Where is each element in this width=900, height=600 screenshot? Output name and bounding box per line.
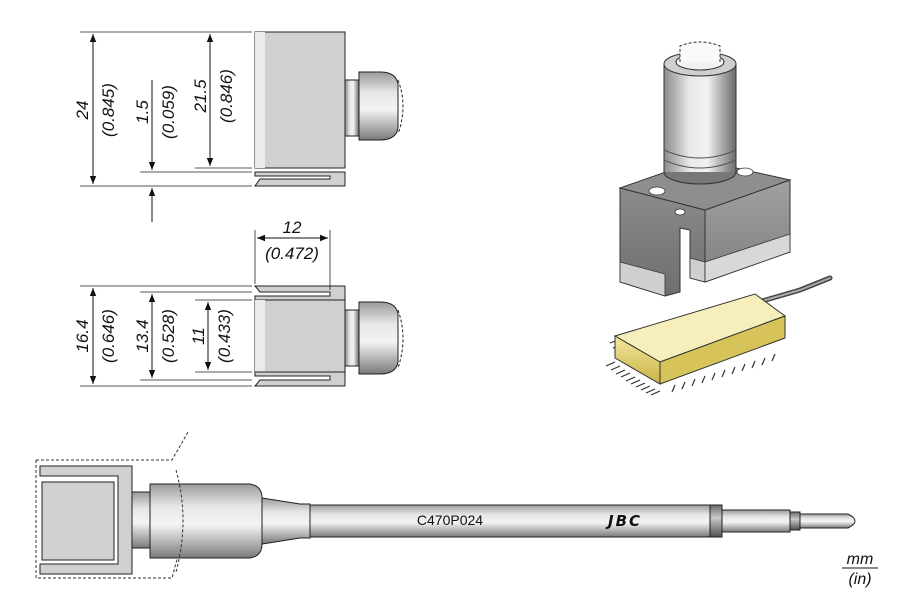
cartridge-tip-body [41,481,115,561]
unit-secondary: (in) [848,571,871,588]
cartridge-code: C470P024 [417,512,483,528]
isometric-view [605,41,833,396]
dim-11-inch: (0.433) [215,309,234,363]
cartridge-tip-point [799,513,856,529]
dim-1-5-mm: 1.5 [133,100,152,124]
dim-16-4-inch: (0.646) [99,309,118,363]
dim-11-mm: 11 [189,327,208,345]
front-view: 24 (0.845) 1.5 (0.059) 21.5 (0.846) [73,31,404,222]
connector-head-front [358,71,399,141]
dim-24-mm: 24 [73,101,92,121]
tip-cylinder [664,64,736,172]
dim-12-inch: (0.472) [265,244,319,263]
dim-13-4-inch: (0.528) [159,309,178,363]
unit-primary: mm [847,551,874,568]
top-view: 12 (0.472) 16.4 (0.646) 13.4 (0.528) 11 … [73,218,404,387]
tip-rail-top [253,285,346,301]
dim-21-5-mm: 21.5 [191,79,210,114]
cartridge-view: C470P024 JBC [35,431,856,579]
cartridge-handle [149,483,263,559]
dim-13-4-mm: 13.4 [133,319,152,352]
connector-hidden-line [397,79,404,135]
tip-rail-bottom [253,371,346,387]
dim-21-5-inch: (0.846) [217,69,236,123]
connector-head-top [358,301,399,375]
dim-1-5-inch: (0.059) [159,85,178,139]
tip-lip-front [254,171,346,187]
tip-body-highlight [255,32,265,168]
dim-12-mm: 12 [283,218,302,237]
brand-logo: JBC [605,512,642,530]
dim-24-inch: (0.845) [99,83,118,137]
connector-neck-top [344,309,360,367]
cartridge-hidden-outline [35,431,189,579]
cartridge-shaft [309,504,711,538]
connector-neck-front [344,79,360,137]
chip-side [659,315,786,385]
tip-body-front [254,31,346,169]
tip-body-top [254,299,346,373]
dim-16-4-mm: 16.4 [73,319,92,352]
units-legend: mm (in) [842,551,878,588]
